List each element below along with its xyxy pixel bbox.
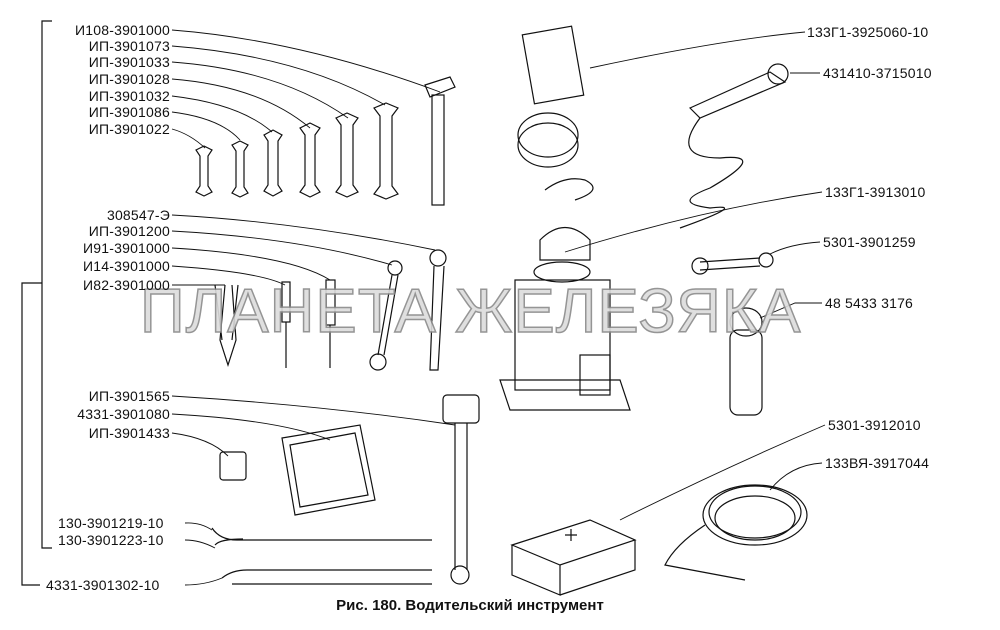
pump — [517, 25, 594, 201]
part-label: ИП-3901028 — [88, 71, 170, 87]
part-label: И91-3901000 — [83, 240, 170, 256]
part-label: 133ВЯ-3917044 — [825, 455, 930, 471]
part-label: 130-3901223-10 — [58, 532, 164, 548]
key-and-bottle — [691, 252, 774, 416]
figure-caption: Рис. 180. Водительский инструмент — [336, 597, 604, 614]
ring-spanners — [369, 249, 447, 371]
part-label: 5301-3901259 — [823, 234, 916, 250]
first-aid-kit — [510, 519, 637, 596]
tow-cable — [664, 484, 808, 581]
pliers-and-screwdrivers — [214, 279, 336, 368]
leader-lines — [171, 29, 826, 586]
part-label: 4331-3901302-10 — [46, 577, 160, 593]
hammer — [424, 76, 456, 206]
inspection-lamp — [679, 63, 789, 229]
grouping-brackets — [21, 20, 52, 586]
part-label: ИП-3901086 — [88, 104, 170, 120]
part-label: ИП-3901565 — [88, 388, 170, 404]
jack — [499, 226, 631, 411]
part-label: 133Г1-3925060-10 — [807, 24, 929, 40]
part-label: ИП-3901073 — [88, 38, 170, 54]
part-label: 133Г1-3913010 — [825, 184, 926, 200]
part-label: И108-3901000 — [75, 22, 170, 38]
part-label: 4331-3901080 — [77, 406, 170, 422]
wrenches — [195, 102, 399, 200]
part-label: ИП-3901033 — [88, 54, 170, 70]
part-label: 308547-Э — [106, 207, 170, 223]
part-label: ИП-3901032 — [88, 88, 170, 104]
part-label: И14-3901000 — [83, 258, 170, 274]
part-label: 431410-3715010 — [823, 65, 932, 81]
part-label: 5301-3912010 — [828, 417, 921, 433]
part-label: 130-3901219-10 — [58, 515, 164, 531]
part-label: ИП-3901200 — [88, 223, 170, 239]
part-label: 48 5433 3176 — [825, 295, 914, 311]
wheel-wrench-and-bars — [211, 394, 480, 585]
part-label: ИП-3901022 — [88, 121, 170, 137]
part-label: ИП-3901433 — [88, 425, 170, 441]
watermark: ПЛАНЕТА ЖЕЛЕЗЯКА — [139, 276, 802, 347]
part-label: И82-3901000 — [83, 277, 170, 293]
